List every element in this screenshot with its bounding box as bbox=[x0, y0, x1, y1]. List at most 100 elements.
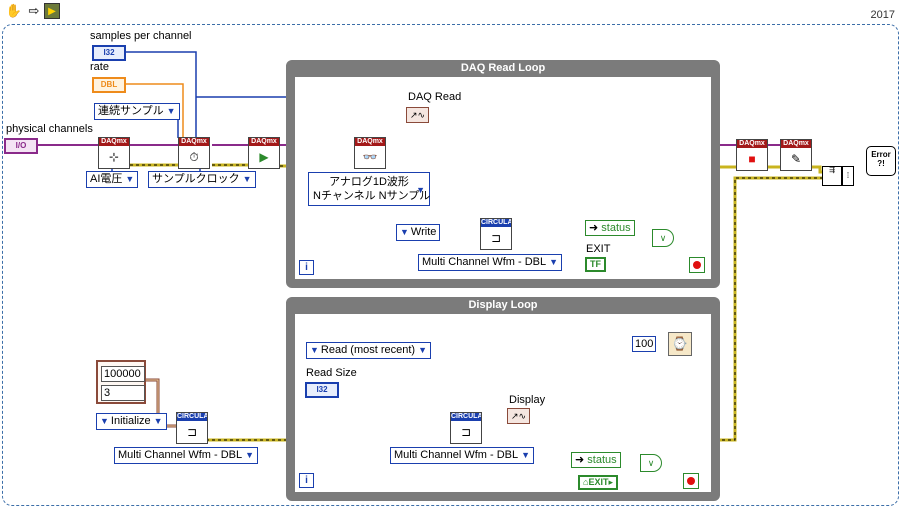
rate-terminal[interactable]: DBL bbox=[92, 77, 126, 93]
wait-ms-icon: ⌚ bbox=[668, 332, 692, 356]
initialize-text: Initialize bbox=[110, 415, 151, 427]
write-ring[interactable]: ▼Write bbox=[396, 224, 441, 241]
analog-1d-text: アナログ1D波形 bbox=[329, 176, 409, 188]
or-gate-bottom: ∨ bbox=[640, 454, 662, 472]
circular-header: CIRCULAR bbox=[177, 413, 208, 421]
daq-read-label: DAQ Read bbox=[408, 91, 462, 103]
run-arrow-icon[interactable]: ⇨ bbox=[28, 3, 40, 18]
daqmx-create-channel-vi[interactable]: DAQmx ⊹ bbox=[98, 137, 130, 169]
buffer-icon: ⊐ bbox=[460, 425, 472, 439]
daqmx-header: DAQmx bbox=[781, 140, 811, 148]
buffer-icon: ⊐ bbox=[490, 231, 502, 245]
status-text: status bbox=[601, 222, 631, 234]
multi-wfm-top-text: Multi Channel Wfm - DBL bbox=[422, 256, 547, 268]
daqmx-start-vi[interactable]: DAQmx ▶ bbox=[248, 137, 280, 169]
block-diagram bbox=[2, 24, 899, 506]
exit-local-variable[interactable]: ⌂EXIT▸ bbox=[578, 475, 618, 490]
wait-ms-constant[interactable]: 100 bbox=[632, 336, 657, 352]
circular-header: CIRCULAR bbox=[481, 219, 512, 227]
circular-buffer-read-vi[interactable]: CIRCULAR ⊐ bbox=[450, 412, 482, 444]
status-unbundle-top: ➜ status bbox=[585, 220, 635, 236]
exit-bool-terminal[interactable]: TF bbox=[585, 257, 606, 272]
play-icon: ▶ bbox=[259, 150, 269, 164]
daqmx-read-vi[interactable]: DAQmx 👓 bbox=[354, 137, 386, 169]
circular-buffer-write-vi[interactable]: CIRCULAR ⊐ bbox=[480, 218, 512, 250]
cluster-constant[interactable]: 100000 3 bbox=[96, 360, 146, 404]
daq-loop-title: DAQ Read Loop bbox=[460, 62, 546, 74]
multi-wfm-display-ring[interactable]: Multi Channel Wfm - DBL▼ bbox=[390, 447, 535, 464]
multi-wfm-init-ring[interactable]: Multi Channel Wfm - DBL▼ bbox=[114, 447, 259, 464]
daqmx-clear-task-vi[interactable]: DAQmx ✎ bbox=[780, 139, 812, 171]
samples-per-channel-label: samples per channel bbox=[90, 30, 192, 42]
ai-voltage-ring[interactable]: AI電圧▼ bbox=[86, 171, 139, 188]
rate-label: rate bbox=[90, 61, 109, 73]
daqmx-header: DAQmx bbox=[249, 138, 279, 146]
physical-channels-label: physical channels bbox=[6, 123, 93, 135]
buffer-size-constant[interactable]: 100000 bbox=[101, 366, 145, 382]
chevron-down-icon: ▼ bbox=[100, 416, 109, 426]
chevron-down-icon: ▼ bbox=[416, 185, 425, 195]
daqmx-timing-vi[interactable]: DAQmx⏱ bbox=[178, 137, 210, 169]
read-most-recent-text: Read (most recent) bbox=[320, 344, 416, 356]
multi-wfm-display-text: Multi Channel Wfm - DBL bbox=[394, 449, 519, 461]
daq-read-indicator: ↗∿ bbox=[406, 107, 430, 123]
display-iteration-terminal: i bbox=[299, 473, 314, 488]
sample-clock-text: サンプルクロック bbox=[152, 173, 240, 185]
circular-buffer-init-vi[interactable]: CIRCULAR ⊐ bbox=[176, 412, 208, 444]
samples-per-channel-terminal[interactable]: I32 bbox=[92, 45, 126, 61]
arrow-right-icon: ➜ bbox=[575, 454, 585, 466]
write-text: Write bbox=[410, 226, 437, 238]
channel-icon: ⊹ bbox=[108, 150, 120, 164]
physical-channels-terminal[interactable]: I/O bbox=[4, 138, 38, 154]
chevron-down-icon: ▼ bbox=[418, 345, 427, 355]
arrow-right-icon: ➜ bbox=[589, 222, 599, 234]
eraser-icon: ✎ bbox=[790, 152, 802, 166]
buffer-icon: ⊐ bbox=[186, 425, 198, 439]
multi-wfm-top-ring[interactable]: Multi Channel Wfm - DBL▼ bbox=[418, 254, 563, 271]
daq-iteration-terminal: i bbox=[299, 260, 314, 275]
version-label: 2017 bbox=[870, 9, 895, 21]
read-size-label: Read Size bbox=[306, 367, 357, 379]
sample-clock-ring[interactable]: サンプルクロック▼ bbox=[148, 171, 256, 188]
continuous-sample-text: 連続サンプル bbox=[98, 105, 164, 117]
chevron-down-icon: ▼ bbox=[400, 227, 409, 237]
display-label: Display bbox=[509, 394, 546, 406]
chevron-down-icon: ▼ bbox=[166, 106, 176, 116]
exit-label: EXIT bbox=[586, 243, 611, 255]
chevron-down-icon: ▼ bbox=[549, 257, 559, 267]
stop-square-icon: ■ bbox=[748, 152, 756, 166]
read-size-terminal[interactable]: I32 bbox=[305, 382, 339, 398]
display-loop-title: Display Loop bbox=[468, 299, 538, 311]
simple-error-handler-vi[interactable]: Error ?! bbox=[866, 146, 896, 176]
continuous-sample-ring[interactable]: 連続サンプル▼ bbox=[94, 103, 180, 120]
chevron-down-icon: ▼ bbox=[521, 450, 531, 460]
n-channel-n-sample-text: Nチャンネル Nサンプル bbox=[313, 190, 431, 202]
daqmx-header: DAQmx bbox=[355, 138, 385, 146]
stop-terminal-top bbox=[689, 257, 705, 273]
or-gate-top: ∨ bbox=[652, 229, 674, 247]
glasses-icon: 👓 bbox=[362, 150, 378, 164]
daqmx-header: DAQmx bbox=[99, 138, 129, 146]
display-indicator: ↗∿ bbox=[507, 408, 531, 424]
status-text: status bbox=[587, 454, 617, 466]
exit-local-text: EXIT bbox=[588, 477, 609, 487]
house-icon: ⌂ bbox=[583, 477, 589, 487]
chevron-down-icon: ▼ bbox=[153, 416, 163, 426]
daqmx-header: DAQmx bbox=[179, 138, 209, 146]
stop-terminal-bottom bbox=[683, 473, 699, 489]
chevron-down-icon: ▼ bbox=[125, 174, 135, 184]
channel-count-constant[interactable]: 3 bbox=[101, 385, 145, 401]
highlight-execution-icon[interactable]: ▶ bbox=[44, 3, 60, 19]
multi-wfm-init-text: Multi Channel Wfm - DBL bbox=[118, 449, 243, 461]
analog-1d-wfm-ring[interactable]: アナログ1D波形 Nチャンネル Nサンプル ▼ bbox=[308, 172, 430, 206]
circular-header: CIRCULAR bbox=[451, 413, 482, 421]
operate-hand-icon[interactable]: ✋ bbox=[5, 3, 23, 18]
merge-errors-icon: ⇶ bbox=[822, 166, 842, 186]
chevron-down-icon: ▼ bbox=[242, 174, 252, 184]
initialize-ring[interactable]: ▼Initialize▼ bbox=[96, 413, 167, 430]
status-unbundle-bottom: ➜ status bbox=[571, 452, 621, 468]
error-wire-junction-icon: ⁞ bbox=[842, 166, 854, 186]
chevron-down-icon: ▼ bbox=[310, 345, 319, 355]
read-most-recent-ring[interactable]: ▼Read (most recent)▼ bbox=[306, 342, 431, 359]
daqmx-stop-task-vi[interactable]: DAQmx■ bbox=[736, 139, 768, 171]
